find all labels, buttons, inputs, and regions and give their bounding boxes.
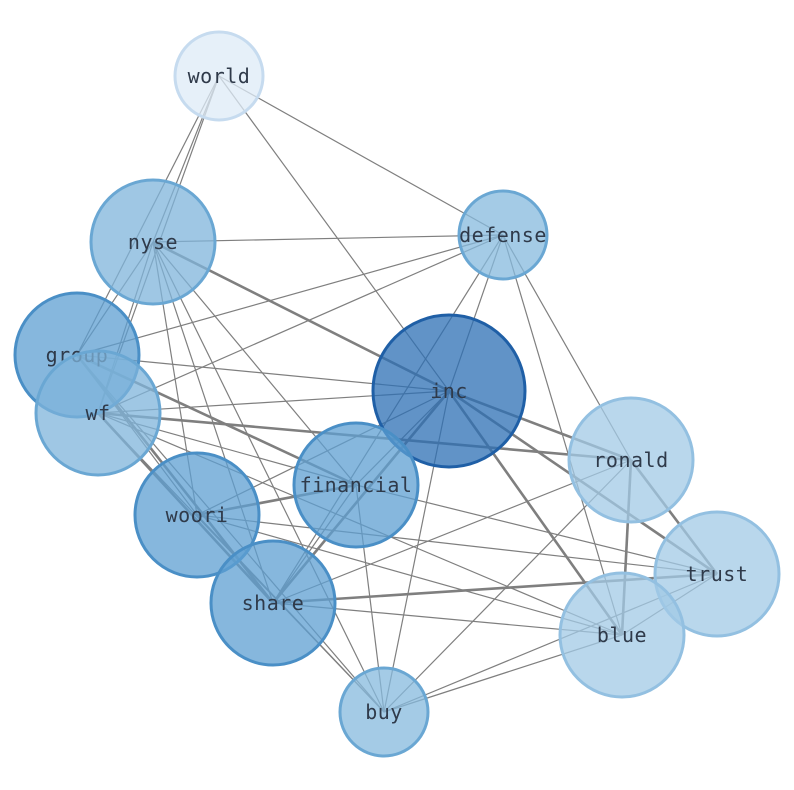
node-circle-world <box>173 30 265 122</box>
node-woori: woori <box>133 451 261 579</box>
node-label-nyse: nyse <box>128 230 178 254</box>
node-label-blue: blue <box>597 623 647 647</box>
node-circle-inc <box>371 313 527 469</box>
node-layer: worldnysedefensegroupwfincfinancialwoori… <box>13 30 781 758</box>
node-circle-financial <box>292 421 420 549</box>
node-buy: buy <box>338 666 430 758</box>
edge-world-defense <box>218 75 504 236</box>
node-label-world: world <box>188 64 251 88</box>
node-share: share <box>209 539 337 667</box>
node-ronald: ronald <box>567 396 695 524</box>
node-circle-woori <box>133 451 261 579</box>
edge-defense-group <box>76 234 504 356</box>
node-blue: blue <box>558 571 686 699</box>
node-label-defense: defense <box>459 223 547 247</box>
node-label-trust: trust <box>686 562 749 586</box>
node-world: world <box>173 30 265 122</box>
node-circle-ronald <box>567 396 695 524</box>
node-circle-wf <box>34 349 162 477</box>
node-inc: inc <box>371 313 527 469</box>
node-circle-defense <box>457 189 549 281</box>
node-label-buy: buy <box>365 700 403 724</box>
edge-woori-trust <box>196 514 718 575</box>
node-financial: financial <box>292 421 420 549</box>
node-circle-trust <box>653 510 781 638</box>
node-label-wf: wf <box>85 401 110 425</box>
edge-woori-blue <box>196 514 623 636</box>
node-label-ronald: ronald <box>593 448 668 472</box>
node-label-woori: woori <box>166 503 229 527</box>
node-defense: defense <box>457 189 549 281</box>
node-circle-buy <box>338 666 430 758</box>
node-circle-share <box>209 539 337 667</box>
node-trust: trust <box>653 510 781 638</box>
edge-share-ronald <box>272 459 632 604</box>
node-label-share: share <box>242 591 305 615</box>
node-wf: wf <box>34 349 162 477</box>
edge-nyse-buy <box>152 241 385 713</box>
node-circle-nyse <box>89 178 217 306</box>
edge-defense-wf <box>97 234 504 414</box>
node-nyse: nyse <box>89 178 217 306</box>
node-label-financial: financial <box>300 473 413 497</box>
node-circle-blue <box>558 571 686 699</box>
node-label-inc: inc <box>430 379 468 403</box>
